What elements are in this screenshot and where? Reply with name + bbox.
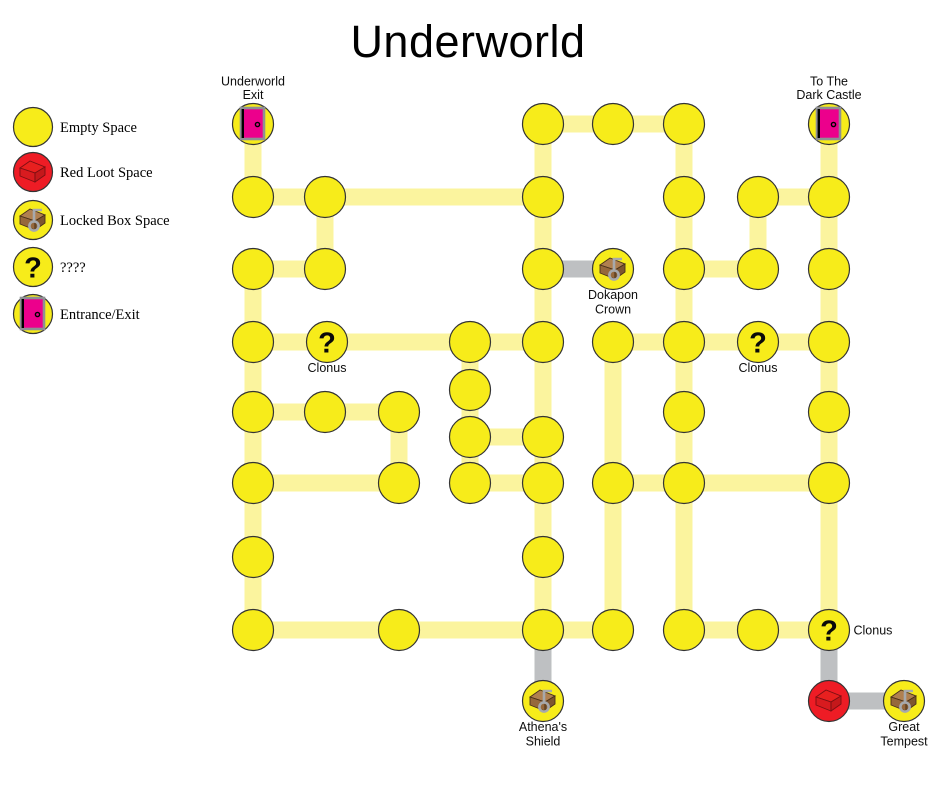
map-node-label: Underworld — [221, 75, 285, 89]
map-node-locked-box — [591, 247, 635, 291]
map-node-label: Dark Castle — [796, 88, 861, 102]
map-node-label: Shield — [526, 735, 561, 749]
map-node-empty — [303, 175, 347, 219]
map-node-label: Tempest — [880, 735, 928, 749]
map-node-empty — [807, 320, 851, 364]
map-node-label: Great — [888, 720, 920, 734]
map-node-empty — [521, 461, 565, 505]
question-space-icon: ? — [12, 246, 54, 288]
legend-item: Empty Space — [12, 106, 137, 148]
nodes-layer: ??? — [231, 102, 926, 723]
map-node-empty — [303, 247, 347, 291]
svg-text:?: ? — [820, 616, 838, 648]
map-node-door — [231, 102, 275, 146]
map-node-empty — [231, 390, 275, 434]
map-node-empty — [521, 102, 565, 146]
map-node-empty — [591, 461, 635, 505]
map-node-question: ? — [305, 320, 349, 364]
map-node-label: Clonus — [308, 361, 347, 375]
legend-item: Red Loot Space — [12, 151, 153, 193]
map-node-empty — [521, 175, 565, 219]
map-node-empty — [521, 608, 565, 652]
locked-box-space-icon — [12, 199, 54, 241]
legend-label: ???? — [60, 260, 86, 276]
map-node-empty — [377, 461, 421, 505]
svg-text:?: ? — [318, 328, 336, 360]
map-node-empty — [303, 390, 347, 434]
map-node-empty — [448, 461, 492, 505]
map-node-empty — [591, 608, 635, 652]
map-node-label: Exit — [243, 88, 264, 102]
map-node-empty — [662, 102, 706, 146]
map-node-empty — [231, 535, 275, 579]
map-node-empty — [231, 247, 275, 291]
map-node-red-loot — [807, 679, 851, 723]
map-node-empty — [662, 390, 706, 434]
legend-item: Locked Box Space — [12, 199, 170, 241]
map-node-empty — [807, 390, 851, 434]
legend-label: Empty Space — [60, 120, 137, 136]
svg-text:?: ? — [24, 253, 42, 285]
door-space-icon — [12, 293, 54, 335]
map-node-label: Athena's — [519, 720, 567, 734]
legend-label: Red Loot Space — [60, 165, 153, 181]
map-node-door — [807, 102, 851, 146]
empty-space-icon — [12, 106, 54, 148]
map-node-locked-box — [882, 679, 926, 723]
map-node-empty — [448, 368, 492, 412]
map-node-empty — [448, 415, 492, 459]
map-node-locked-box — [521, 679, 565, 723]
map-node-empty — [736, 608, 780, 652]
page-title: Underworld — [350, 16, 586, 67]
svg-text:?: ? — [749, 328, 767, 360]
map-node-empty — [521, 535, 565, 579]
map-node-label: Clonus — [854, 624, 893, 638]
map-node-empty — [377, 390, 421, 434]
map-node-empty — [807, 461, 851, 505]
map-node-label: Crown — [595, 303, 631, 317]
map-node-empty — [521, 247, 565, 291]
red-loot-space-icon — [12, 151, 54, 193]
map-node-label: Clonus — [739, 361, 778, 375]
legend-item: ????? — [12, 246, 86, 288]
map-node-empty — [736, 175, 780, 219]
map-node-empty — [807, 247, 851, 291]
map-node-empty — [448, 320, 492, 364]
map-node-question: ? — [807, 608, 851, 652]
map-node-empty — [377, 608, 421, 652]
map-node-label: To The — [810, 75, 848, 89]
map-node-label: Dokapon — [588, 288, 638, 302]
paths-layer — [244, 115, 904, 710]
map-node-empty — [662, 461, 706, 505]
map-node-empty — [662, 608, 706, 652]
legend-label: Locked Box Space — [60, 213, 170, 229]
map-node-empty — [591, 102, 635, 146]
map-node-empty — [231, 608, 275, 652]
legend-label: Entrance/Exit — [60, 307, 140, 323]
map-node-empty — [521, 415, 565, 459]
map-node-question: ? — [736, 320, 780, 364]
map-node-empty — [591, 320, 635, 364]
map-node-empty — [521, 320, 565, 364]
legend-item: Entrance/Exit — [12, 293, 140, 335]
map-node-empty — [807, 175, 851, 219]
map-node-empty — [662, 175, 706, 219]
map-node-empty — [231, 461, 275, 505]
map-node-empty — [662, 247, 706, 291]
map-node-empty — [231, 320, 275, 364]
map-node-empty — [231, 175, 275, 219]
map-node-empty — [736, 247, 780, 291]
map-node-empty — [662, 320, 706, 364]
